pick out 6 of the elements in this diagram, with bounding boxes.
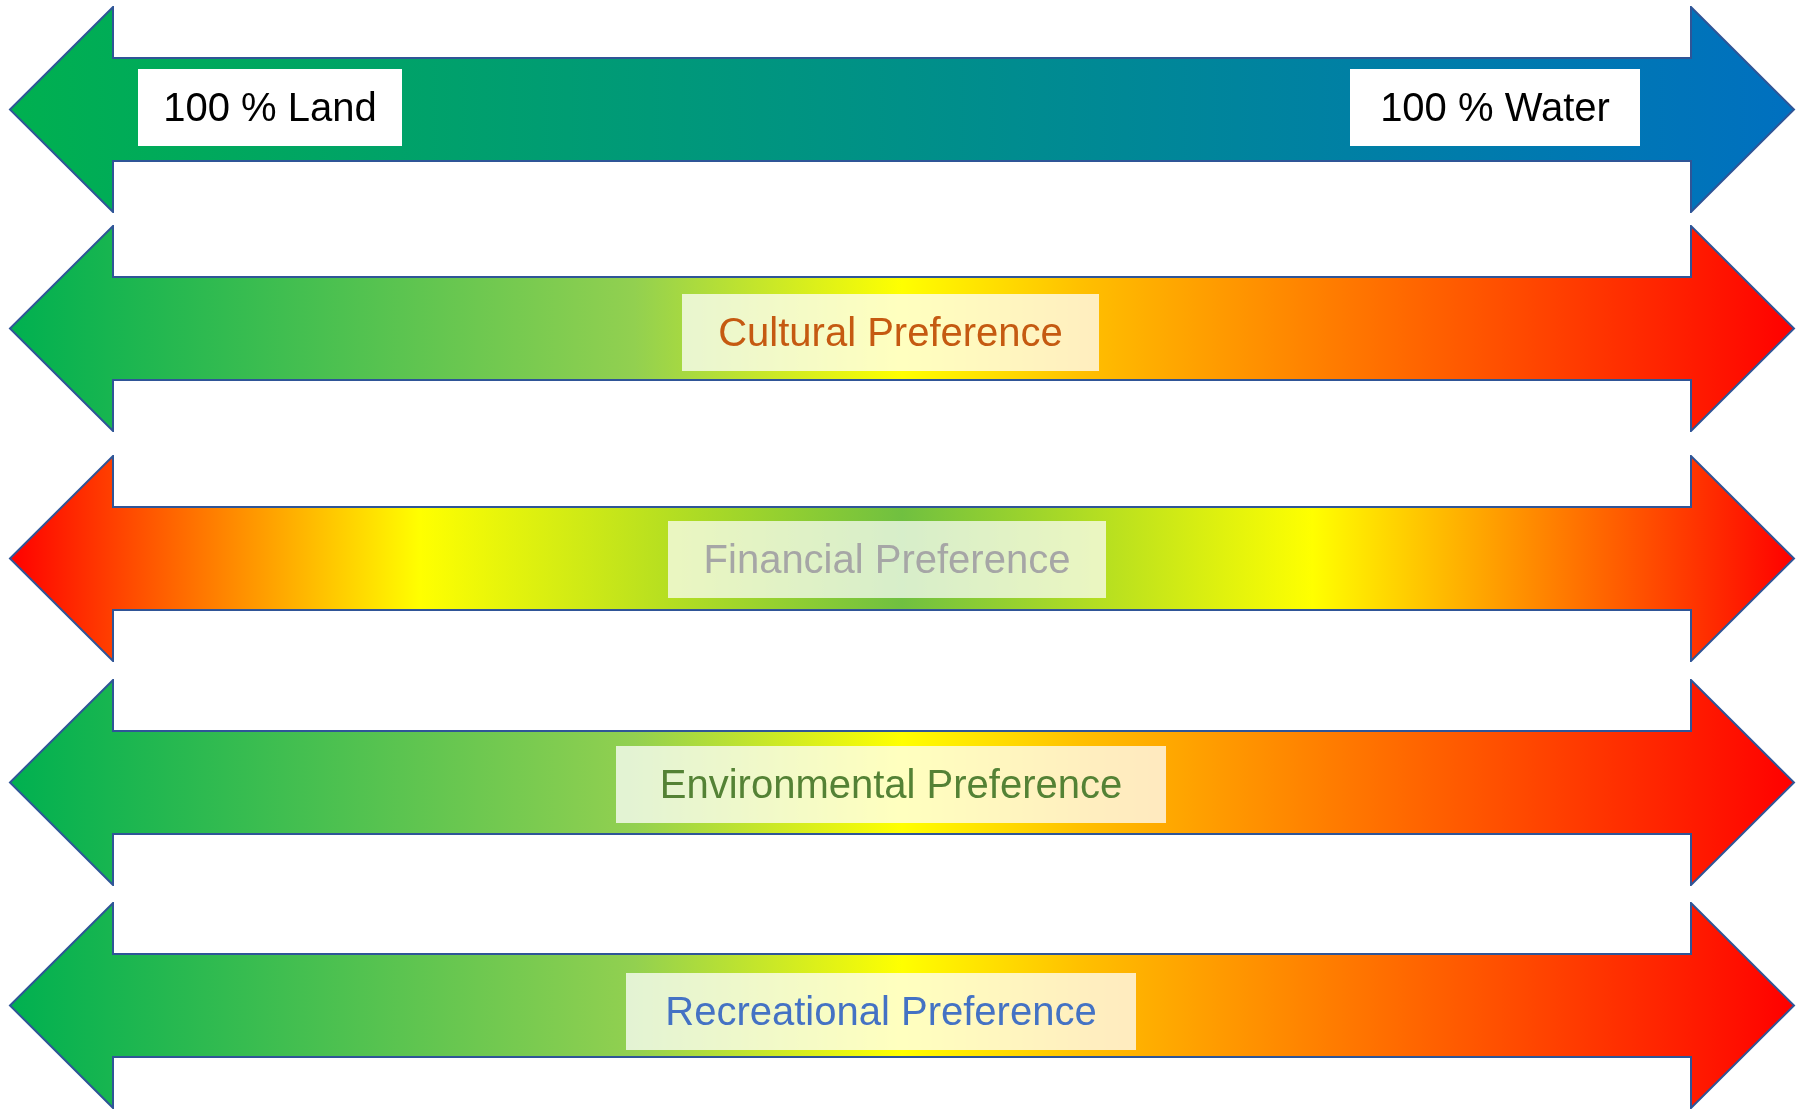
scale-label: Financial Preference [668,521,1106,598]
scale-label: 100 % Water [1350,69,1640,146]
scale-label: Environmental Preference [616,746,1166,823]
scale-label: Recreational Preference [626,973,1136,1050]
scale-label: 100 % Land [138,69,402,146]
scale-label: Cultural Preference [682,294,1099,371]
